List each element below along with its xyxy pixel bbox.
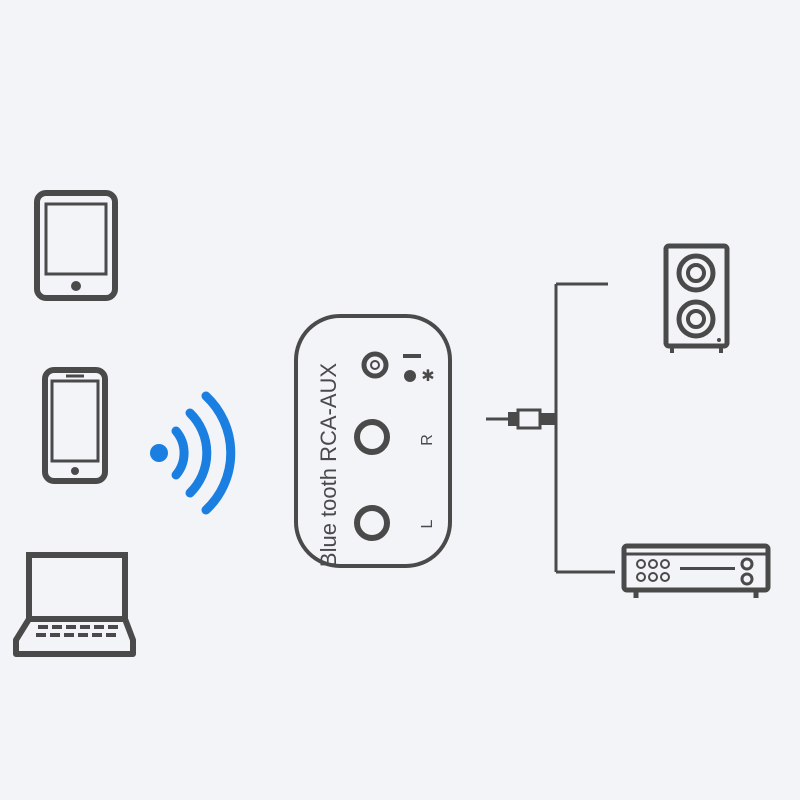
wireless-signal-icon <box>150 391 236 515</box>
output-wiring <box>554 282 615 574</box>
rca-port-left <box>354 505 390 541</box>
laptop-icon <box>13 552 136 657</box>
speaker-icon <box>663 243 730 353</box>
port-label-left: L <box>419 519 436 528</box>
status-led <box>404 370 416 382</box>
bluetooth-receiver: Blue tooth RCA-AUX ✱ R L <box>294 314 452 568</box>
amplifier-icon <box>621 543 771 598</box>
receiver-label: Blue tooth RCA-AUX <box>316 363 341 568</box>
aux-plug-icon <box>486 408 556 430</box>
status-indicator <box>403 354 421 358</box>
port-label-right: R <box>419 434 436 446</box>
tablet-icon <box>34 190 118 301</box>
smartphone-icon <box>42 367 108 484</box>
bluetooth-icon: ✱ <box>421 368 434 385</box>
rca-port-right <box>354 419 390 455</box>
